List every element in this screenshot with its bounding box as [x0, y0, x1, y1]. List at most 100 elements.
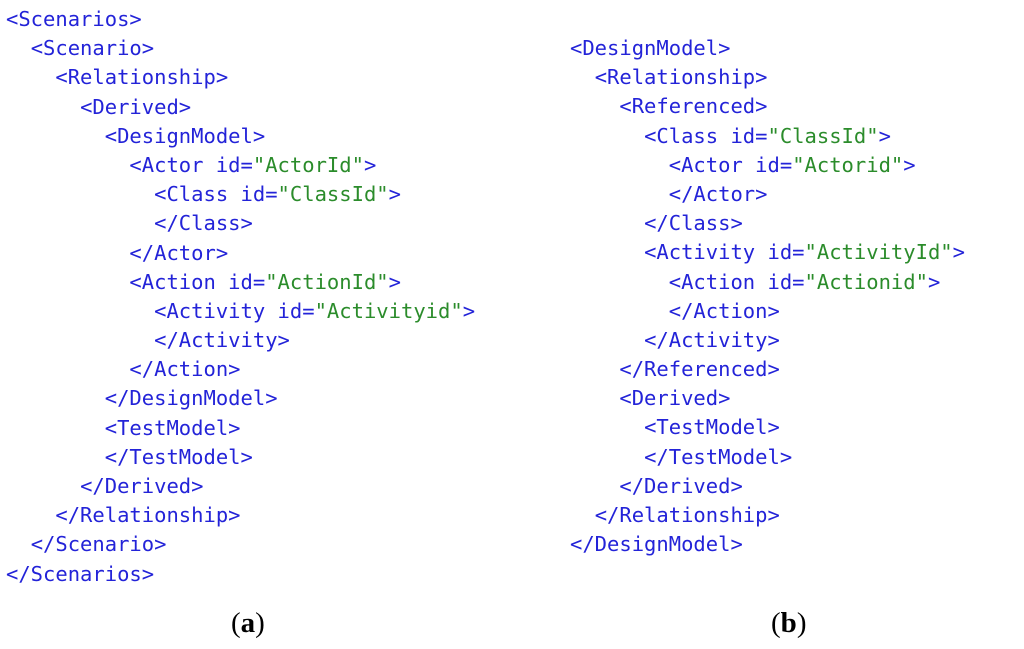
- code-line: </Derived>: [570, 472, 965, 501]
- code-line: </Action>: [570, 297, 965, 326]
- xml-tag-close: >: [363, 152, 377, 177]
- xml-attr: id=: [742, 152, 793, 177]
- xml-tag: </DesignModel>: [104, 386, 278, 411]
- code-line: </Action>: [6, 355, 475, 384]
- caption-a-letter: a: [240, 607, 256, 639]
- caption-a-open: (: [231, 607, 241, 639]
- xml-tag: <DesignModel>: [570, 36, 731, 60]
- xml-attr: id=: [203, 152, 253, 177]
- xml-value: "ActivityId": [804, 240, 953, 265]
- code-line: </Actor>: [6, 239, 475, 268]
- code-line: </Scenarios>: [6, 560, 475, 589]
- code-line: </TestModel>: [6, 443, 475, 472]
- xml-value: "Actorid": [792, 152, 904, 177]
- xml-attr: id=: [228, 182, 278, 207]
- xml-tag: <Activity: [154, 298, 266, 323]
- code-line: <Actor id="Actorid">: [570, 151, 965, 180]
- caption-b-open: (: [771, 607, 781, 639]
- code-line: </Class>: [570, 209, 965, 238]
- xml-listing-a: <Scenarios> <Scenario> <Relationship> <D…: [6, 5, 475, 589]
- xml-tag-close: >: [952, 240, 965, 265]
- code-line: <Referenced>: [570, 92, 965, 121]
- xml-tag: </Action>: [129, 357, 241, 382]
- code-line: </Referenced>: [570, 355, 965, 384]
- code-line: <Scenario>: [6, 34, 475, 63]
- xml-attr: id=: [755, 240, 805, 265]
- xml-value: "ClassId": [277, 182, 389, 207]
- code-line: </Derived>: [6, 472, 475, 501]
- xml-attr: id=: [265, 298, 315, 323]
- xml-tag: <Scenarios>: [6, 7, 142, 31]
- xml-tag: </Scenarios>: [6, 561, 155, 586]
- xml-tag: <Actor: [668, 152, 743, 177]
- xml-tag: <Action: [129, 269, 216, 294]
- xml-tag: </TestModel>: [104, 444, 253, 469]
- code-line: <Activity id="ActivityId">: [570, 238, 965, 267]
- xml-tag: <Derived>: [619, 386, 731, 411]
- code-line: <Class id="ClassId">: [570, 122, 965, 151]
- xml-tag: <TestModel>: [644, 415, 780, 440]
- caption-b-letter: b: [780, 607, 797, 639]
- code-line: </Scenario>: [6, 530, 475, 559]
- xml-tag: </Scenario>: [30, 532, 167, 557]
- xml-value: "ActionId": [265, 269, 389, 294]
- xml-tag: <Relationship>: [55, 65, 229, 90]
- caption-a: (a): [231, 607, 265, 640]
- xml-tag: <Actor: [129, 152, 204, 177]
- xml-tag: </Actor>: [668, 181, 768, 206]
- xml-tag: <Class: [154, 182, 229, 207]
- code-line: <Actor id="ActorId">: [6, 151, 475, 180]
- xml-tag-close: >: [462, 298, 476, 323]
- xml-tag: </Relationship>: [594, 503, 780, 527]
- code-line: <Class id="ClassId">: [6, 180, 475, 209]
- code-line: </Actor>: [570, 180, 965, 209]
- code-line: <Relationship>: [6, 63, 475, 92]
- xml-tag: <Referenced>: [619, 94, 768, 119]
- xml-tag: </TestModel>: [644, 444, 793, 469]
- xml-tag: </Actor>: [129, 240, 229, 265]
- xml-tag-close: >: [903, 152, 916, 177]
- code-line: <Relationship>: [570, 63, 965, 92]
- code-line: </Activity>: [570, 326, 965, 355]
- xml-tag: </Activity>: [644, 327, 780, 352]
- xml-value: "ActorId": [252, 152, 364, 177]
- code-line: </Class>: [6, 209, 475, 238]
- xml-tag: </Referenced>: [619, 357, 780, 382]
- caption-b-close: ): [796, 607, 807, 639]
- code-line: <Action id="Actionid">: [570, 268, 965, 297]
- code-line: <DesignModel>: [570, 34, 965, 63]
- code-line: <TestModel>: [6, 414, 475, 443]
- xml-attr: id=: [215, 269, 266, 294]
- code-line: <Action id="ActionId">: [6, 268, 475, 297]
- code-line: <Activity id="Activityid">: [6, 297, 475, 326]
- code-line: </Relationship>: [6, 501, 475, 530]
- xml-tag: <Action: [668, 269, 756, 294]
- code-line: </TestModel>: [570, 443, 965, 472]
- xml-attr: id=: [718, 123, 768, 148]
- xml-tag: <Relationship>: [594, 65, 768, 90]
- xml-tag: </Class>: [154, 211, 253, 236]
- xml-value: "ClassId": [767, 123, 879, 148]
- xml-tag: <Derived>: [80, 94, 192, 119]
- xml-tag: </Activity>: [154, 328, 290, 353]
- code-line: <Scenarios>: [6, 5, 475, 34]
- xml-tag-close: >: [388, 182, 401, 207]
- xml-tag: <Scenario>: [30, 36, 155, 61]
- xml-tag: <TestModel>: [104, 415, 241, 440]
- code-line: <TestModel>: [570, 413, 965, 442]
- xml-tag: </DesignModel>: [570, 532, 743, 557]
- code-line: <Derived>: [570, 384, 965, 413]
- xml-tag: </Action>: [668, 298, 780, 323]
- caption-b: (b): [771, 607, 806, 640]
- xml-listing-b: <DesignModel> <Relationship> <Referenced…: [570, 34, 965, 559]
- xml-tag: </Class>: [644, 211, 743, 236]
- xml-tag-close: >: [388, 269, 401, 294]
- code-line: </Relationship>: [570, 501, 965, 530]
- xml-tag: </Derived>: [80, 474, 204, 498]
- xml-tag: <Class: [644, 123, 719, 148]
- code-line: </DesignModel>: [570, 530, 965, 559]
- xml-attr: id=: [755, 269, 805, 294]
- code-line: <Derived>: [6, 93, 475, 122]
- xml-value: "Activityid": [314, 298, 463, 323]
- xml-tag: </Derived>: [619, 473, 743, 498]
